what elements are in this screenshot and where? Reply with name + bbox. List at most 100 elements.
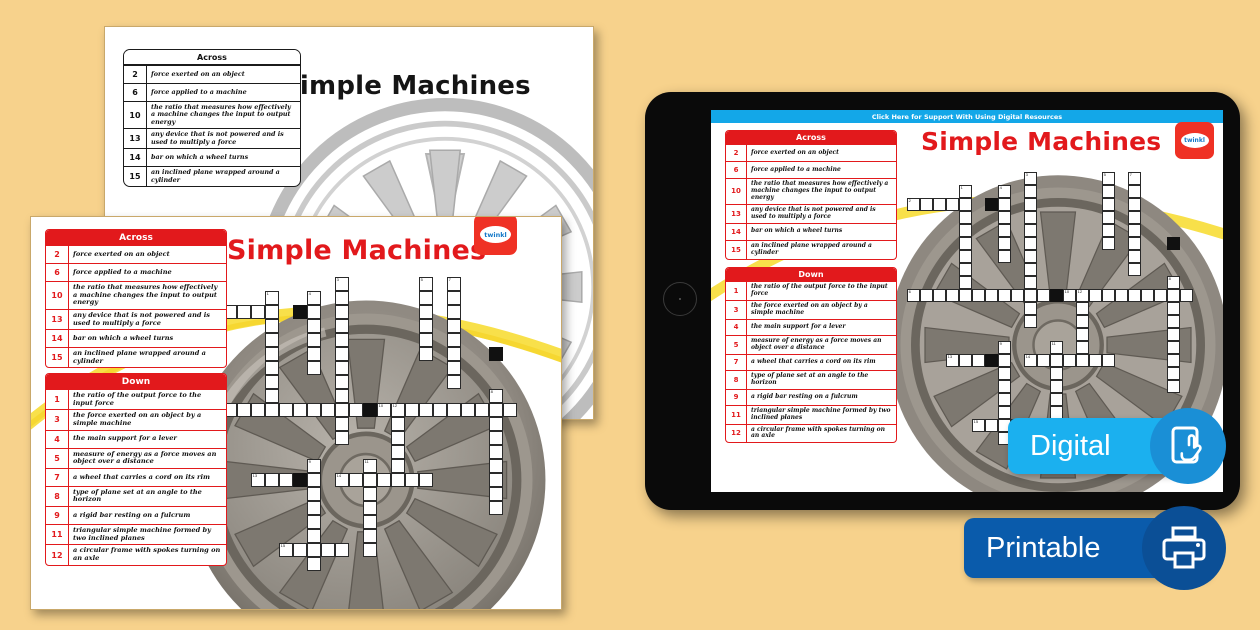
- crossword-cell: [237, 305, 251, 319]
- clue-number: 5: [726, 335, 747, 354]
- clue-number: 10: [124, 102, 147, 129]
- crossword-cell: [335, 389, 349, 403]
- crossword-cell: [335, 319, 349, 333]
- support-bar-label: Click Here for Support With Using Digita…: [871, 112, 1063, 121]
- clue-text: force exerted on an object: [151, 69, 245, 78]
- crossword-cell: [998, 211, 1011, 224]
- crossword-cell: [503, 403, 517, 417]
- crossword-cell: [1167, 380, 1180, 393]
- crossword-cell: [1024, 198, 1037, 211]
- crossword-cell: [293, 543, 307, 557]
- crossword-cell: [335, 543, 349, 557]
- crossword-cell: [447, 319, 461, 333]
- crossword-cell: [1063, 354, 1076, 367]
- crossword-cell: [405, 403, 419, 417]
- crossword-cell: [489, 431, 503, 445]
- crossword-cell-number: 11: [1051, 341, 1056, 347]
- crossword-cell-number: 1: [960, 185, 963, 191]
- crossword-cell: [363, 529, 377, 543]
- clue-number: 13: [124, 129, 147, 149]
- crossword-cell: [959, 237, 972, 250]
- crossword-cell: [489, 459, 503, 473]
- crossword-cell: [489, 487, 503, 501]
- crossword-cell: 7: [1128, 172, 1141, 185]
- crossword-cell: [307, 529, 321, 543]
- crossword-cell: [307, 361, 321, 375]
- clue-number: 11: [726, 405, 747, 424]
- clue-number: 10: [726, 179, 747, 204]
- support-bar[interactable]: Click Here for Support With Using Digita…: [711, 110, 1223, 123]
- crossword-cell: [335, 403, 349, 417]
- crossword-cell-number: 3: [336, 277, 339, 283]
- crossword-cell: 9: [998, 341, 1011, 354]
- crossword-cell: [419, 333, 433, 347]
- twinkl-logo-tablet[interactable]: twinkl: [1175, 122, 1214, 159]
- clue-text: an inclined plane wrapped around a cylin…: [73, 349, 206, 365]
- crossword-cell: [1024, 250, 1037, 263]
- clue-number: 14: [124, 149, 147, 167]
- crossword-cell: [998, 393, 1011, 406]
- crossword-cell: [1037, 354, 1050, 367]
- crossword-cell: [419, 319, 433, 333]
- clue-text: type of plane set at an angle to the hor…: [73, 487, 202, 504]
- crossword-cell: [1024, 263, 1037, 276]
- crossword-cell: [335, 431, 349, 445]
- crossword-cell: [265, 473, 279, 487]
- crossword-cell-number: 7: [1129, 172, 1132, 178]
- crossword-cell: [391, 431, 405, 445]
- clue-number: 2: [46, 246, 69, 263]
- clue-text: triangular simple machine formed by two …: [73, 526, 211, 542]
- crossword-cell: [335, 291, 349, 305]
- crossword-cell: 2: [907, 198, 920, 211]
- crossword-cell: [447, 361, 461, 375]
- crossword-cell-number: 1: [266, 291, 269, 297]
- crossword-cell: [335, 333, 349, 347]
- crossword-cell: [1037, 289, 1050, 302]
- crossword-cell: [998, 224, 1011, 237]
- clue-number: 14: [726, 223, 747, 240]
- crossword-cell: [1076, 354, 1089, 367]
- clue-number: 7: [726, 354, 747, 370]
- crossword-cell: [1024, 237, 1037, 250]
- twinkl-logo-front[interactable]: twinkl: [474, 217, 517, 255]
- clue-number: 6: [124, 84, 147, 101]
- crossword-cell: 5: [1102, 172, 1115, 185]
- digital-badge[interactable]: Digital: [1008, 408, 1226, 484]
- printable-badge[interactable]: Printable: [964, 506, 1226, 590]
- crossword-cell: [998, 406, 1011, 419]
- crossword-cell: [959, 211, 972, 224]
- crossword-blocker-cell: [363, 403, 377, 417]
- crossword-cell: [985, 289, 998, 302]
- crossword-cell: 3: [335, 277, 349, 291]
- crossword-cell: [998, 380, 1011, 393]
- crossword-cell: [307, 319, 321, 333]
- clue-text: force applied to a machine: [73, 267, 172, 276]
- crossword-cell: [1102, 185, 1115, 198]
- crossword-cell: [321, 543, 335, 557]
- crossword-cell: 12: [391, 403, 405, 417]
- crossword-cell: 8: [489, 389, 503, 403]
- crossword-cell-number: 13: [252, 473, 258, 479]
- crossword-cell: 1: [959, 185, 972, 198]
- home-button-icon[interactable]: [663, 282, 697, 316]
- worksheet-title-back: Simple Machines: [281, 71, 531, 101]
- clue-number: 2: [726, 145, 747, 161]
- crossword-cell: [419, 473, 433, 487]
- crossword-cell: [985, 354, 998, 367]
- crossword-cell: [1024, 289, 1037, 302]
- clue-text: any device that is not powered and is us…: [151, 130, 284, 146]
- crossword-cell: [307, 543, 321, 557]
- clue-text: an inclined plane wrapped around a cylin…: [751, 241, 872, 256]
- crossword-cell: [307, 333, 321, 347]
- clue-text: the ratio that measures how effectively …: [751, 180, 889, 201]
